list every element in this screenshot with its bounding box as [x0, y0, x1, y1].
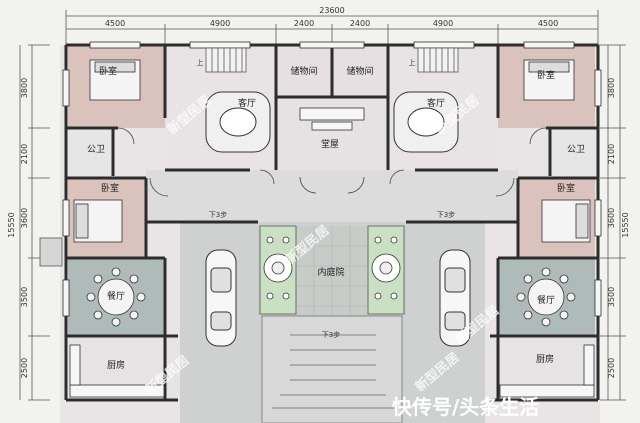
kitchen-counter-e — [499, 344, 595, 398]
car-e — [439, 249, 471, 347]
right-dimensions — [598, 44, 626, 401]
dim-top-6: 4500 — [538, 19, 558, 28]
label-storage-w: 储物间 — [290, 65, 317, 77]
dim-right-5: 2500 — [607, 358, 616, 378]
note-step-down-e: 下3步 — [437, 211, 455, 219]
stairs-w — [205, 47, 247, 73]
dim-right-2: 2100 — [607, 144, 616, 164]
dim-right-3: 3600 — [607, 208, 616, 228]
label-kitchen-e: 厨房 — [536, 353, 554, 365]
dim-top-4: 2400 — [350, 19, 370, 28]
sofa-set-w — [205, 91, 271, 153]
dim-top-5: 4900 — [433, 19, 453, 28]
dim-top-1: 4500 — [105, 19, 125, 28]
dim-left-5: 2500 — [20, 358, 29, 378]
bed-nw — [89, 59, 141, 101]
dim-left-4: 3500 — [20, 287, 29, 307]
note-step-down-s: 下3步 — [322, 331, 340, 339]
footer-watermark: 快传号/头条生活 — [392, 395, 539, 419]
label-living-e: 客厅 — [427, 97, 445, 109]
label-bedroom-nw: 卧室 — [99, 65, 117, 77]
gallery — [146, 170, 518, 222]
tree-w — [263, 236, 293, 300]
dim-left-3: 3600 — [20, 208, 29, 228]
room-bath-w — [68, 128, 113, 176]
top-dimensions — [65, 10, 599, 45]
room-storage-e — [332, 45, 388, 97]
note-up-e: 上 — [409, 58, 416, 67]
dim-left-2: 2100 — [20, 144, 29, 164]
label-bedroom-e: 卧室 — [557, 182, 575, 194]
door-swings — [117, 127, 547, 197]
label-dining-w: 餐厅 — [107, 290, 125, 302]
dining-table-w — [86, 267, 146, 327]
courtyard-paving — [296, 226, 368, 316]
tree-e — [371, 236, 401, 300]
label-bedroom-ne: 卧室 — [537, 69, 555, 81]
side-step-w — [39, 237, 63, 267]
kitchen-counter-w — [69, 344, 165, 398]
bed-e — [541, 199, 591, 243]
label-dining-e: 餐厅 — [537, 294, 555, 306]
front-steps — [261, 315, 403, 423]
label-bath-e: 公卫 — [567, 144, 585, 155]
note-up-w: 上 — [197, 58, 204, 67]
dim-left-1: 3800 — [20, 78, 29, 98]
label-hall: 堂屋 — [321, 138, 339, 150]
label-living-w: 客厅 — [238, 97, 256, 109]
car-w — [205, 249, 237, 347]
windows — [62, 41, 602, 317]
sofa-set-e — [393, 91, 459, 153]
hall-table — [299, 107, 365, 131]
dim-top-3: 2400 — [294, 19, 314, 28]
dim-right-1: 3800 — [607, 78, 616, 98]
bed-w — [73, 199, 123, 243]
dim-right-total: 15550 — [621, 212, 630, 237]
label-bath-w: 公卫 — [87, 144, 105, 155]
dim-top-2: 4900 — [210, 19, 230, 28]
note-step-down-w: 下3步 — [209, 211, 227, 219]
dining-table-e — [516, 267, 576, 327]
bed-ne — [523, 59, 575, 101]
label-bedroom-w: 卧室 — [101, 182, 119, 194]
room-bath-e — [550, 128, 595, 176]
dim-right-4: 3500 — [607, 287, 616, 307]
label-kitchen-w: 厨房 — [107, 359, 125, 371]
label-courtyard: 内庭院 — [317, 266, 344, 278]
left-dimensions — [19, 44, 50, 401]
room-storage-w — [276, 45, 332, 97]
dim-total-width: 23600 — [319, 6, 344, 15]
dim-left-total: 15550 — [7, 212, 16, 237]
stairs-e — [417, 47, 459, 73]
label-storage-e: 储物间 — [346, 65, 373, 77]
